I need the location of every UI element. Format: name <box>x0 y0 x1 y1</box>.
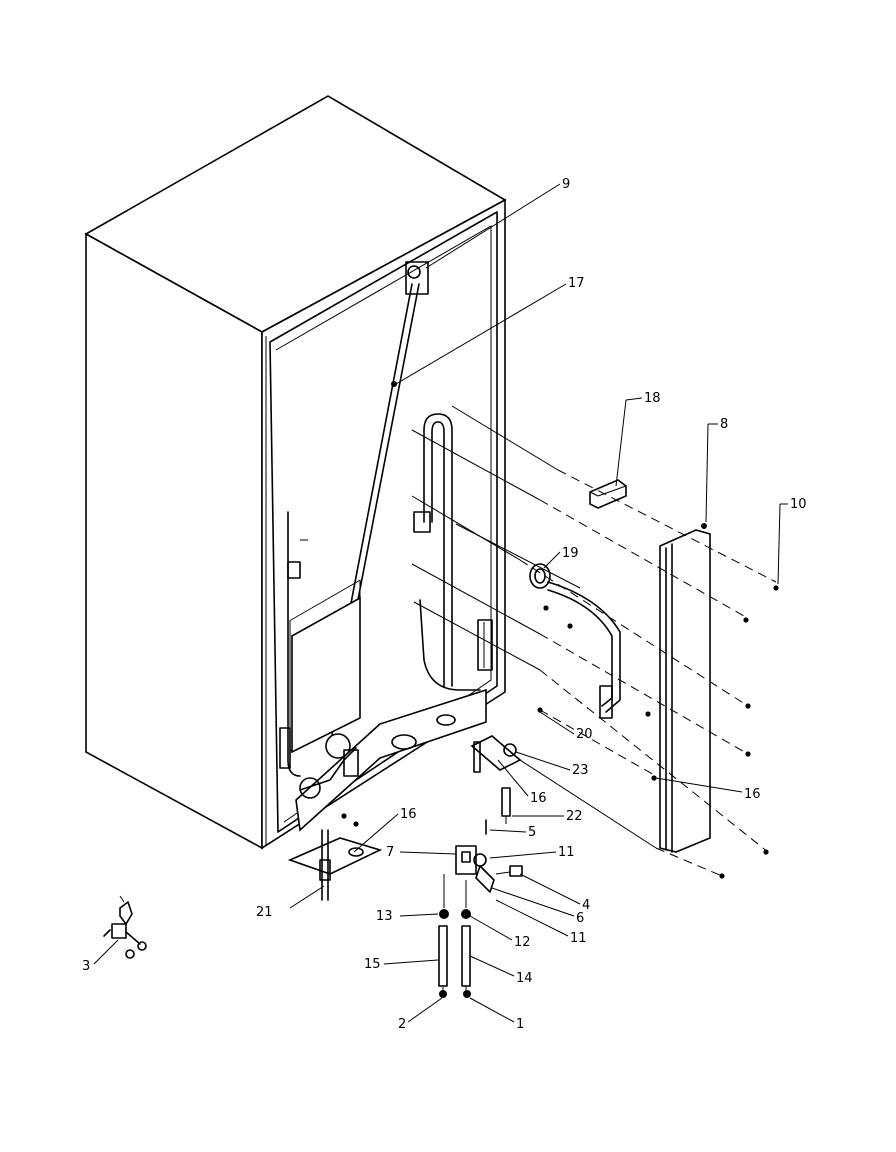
callout-label: 14 <box>516 971 533 986</box>
callout-label: 11 <box>558 845 575 860</box>
callout-label: 10 <box>790 497 807 512</box>
callout-label: 1 <box>516 1017 524 1032</box>
callout-label: 22 <box>566 809 583 824</box>
callout-label: 12 <box>514 935 531 950</box>
callout-label: 16 <box>400 807 417 822</box>
callout-label: 17 <box>568 276 585 291</box>
callout-labels: 9 17 18 8 10 19 20 23 16 16 22 5 16 7 11… <box>82 177 807 1032</box>
callout-label: 4 <box>582 898 590 913</box>
callout-label: 13 <box>376 909 393 924</box>
callout-label: 2 <box>398 1017 406 1032</box>
callout-label: 3 <box>82 959 90 974</box>
assembly-dashed-lines <box>411 405 777 877</box>
callout-label: 6 <box>576 911 584 926</box>
callout-label: 9 <box>562 177 570 192</box>
part-18-block <box>589 479 627 509</box>
back-components <box>279 261 493 832</box>
callout-label: 15 <box>364 957 381 972</box>
callout-label: 18 <box>644 391 661 406</box>
callout-label: 11 <box>570 931 587 946</box>
callout-label: 7 <box>386 845 394 860</box>
callout-label: 19 <box>562 546 579 561</box>
callout-label: 5 <box>528 825 536 840</box>
part-19-tube <box>529 563 621 719</box>
part-3-fitting <box>103 895 147 959</box>
callout-label: 8 <box>720 417 728 432</box>
screws <box>341 585 779 879</box>
side-panel <box>659 523 711 853</box>
leader-lines <box>93 183 788 1023</box>
callout-label: 20 <box>576 727 593 742</box>
valve-assembly <box>287 735 523 998</box>
callout-label: 16 <box>530 791 547 806</box>
callout-label: 16 <box>744 787 761 802</box>
callout-label: 23 <box>572 763 589 778</box>
callout-label: 21 <box>256 905 273 920</box>
